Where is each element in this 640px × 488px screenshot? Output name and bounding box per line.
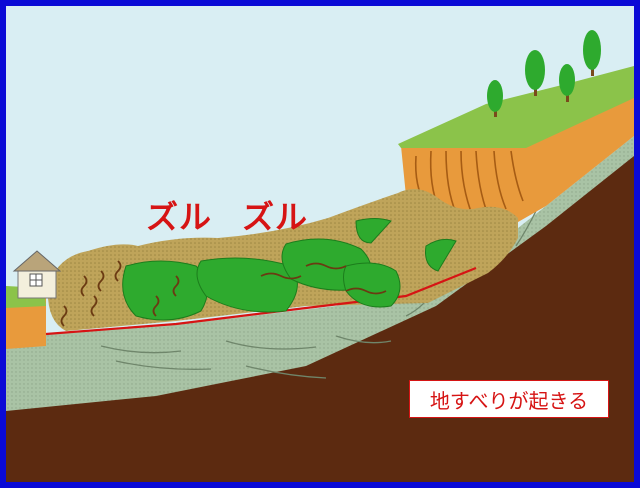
tree-icon bbox=[583, 30, 601, 76]
caption-label: 地すべりが起きる bbox=[409, 380, 609, 418]
tree-icon bbox=[559, 64, 575, 102]
sound-effect-1: ズル bbox=[146, 198, 213, 236]
sound-effect-2: ズル bbox=[242, 198, 309, 236]
slide-cracks bbox=[60, 260, 387, 327]
left-ground bbox=[6, 296, 46, 349]
slip-surface-line bbox=[45, 266, 477, 336]
house-icon bbox=[12, 250, 62, 299]
tree-icon bbox=[525, 50, 545, 96]
vegetation-patches bbox=[122, 218, 457, 321]
plateau-grass bbox=[398, 66, 634, 148]
tree-icon bbox=[487, 80, 503, 117]
